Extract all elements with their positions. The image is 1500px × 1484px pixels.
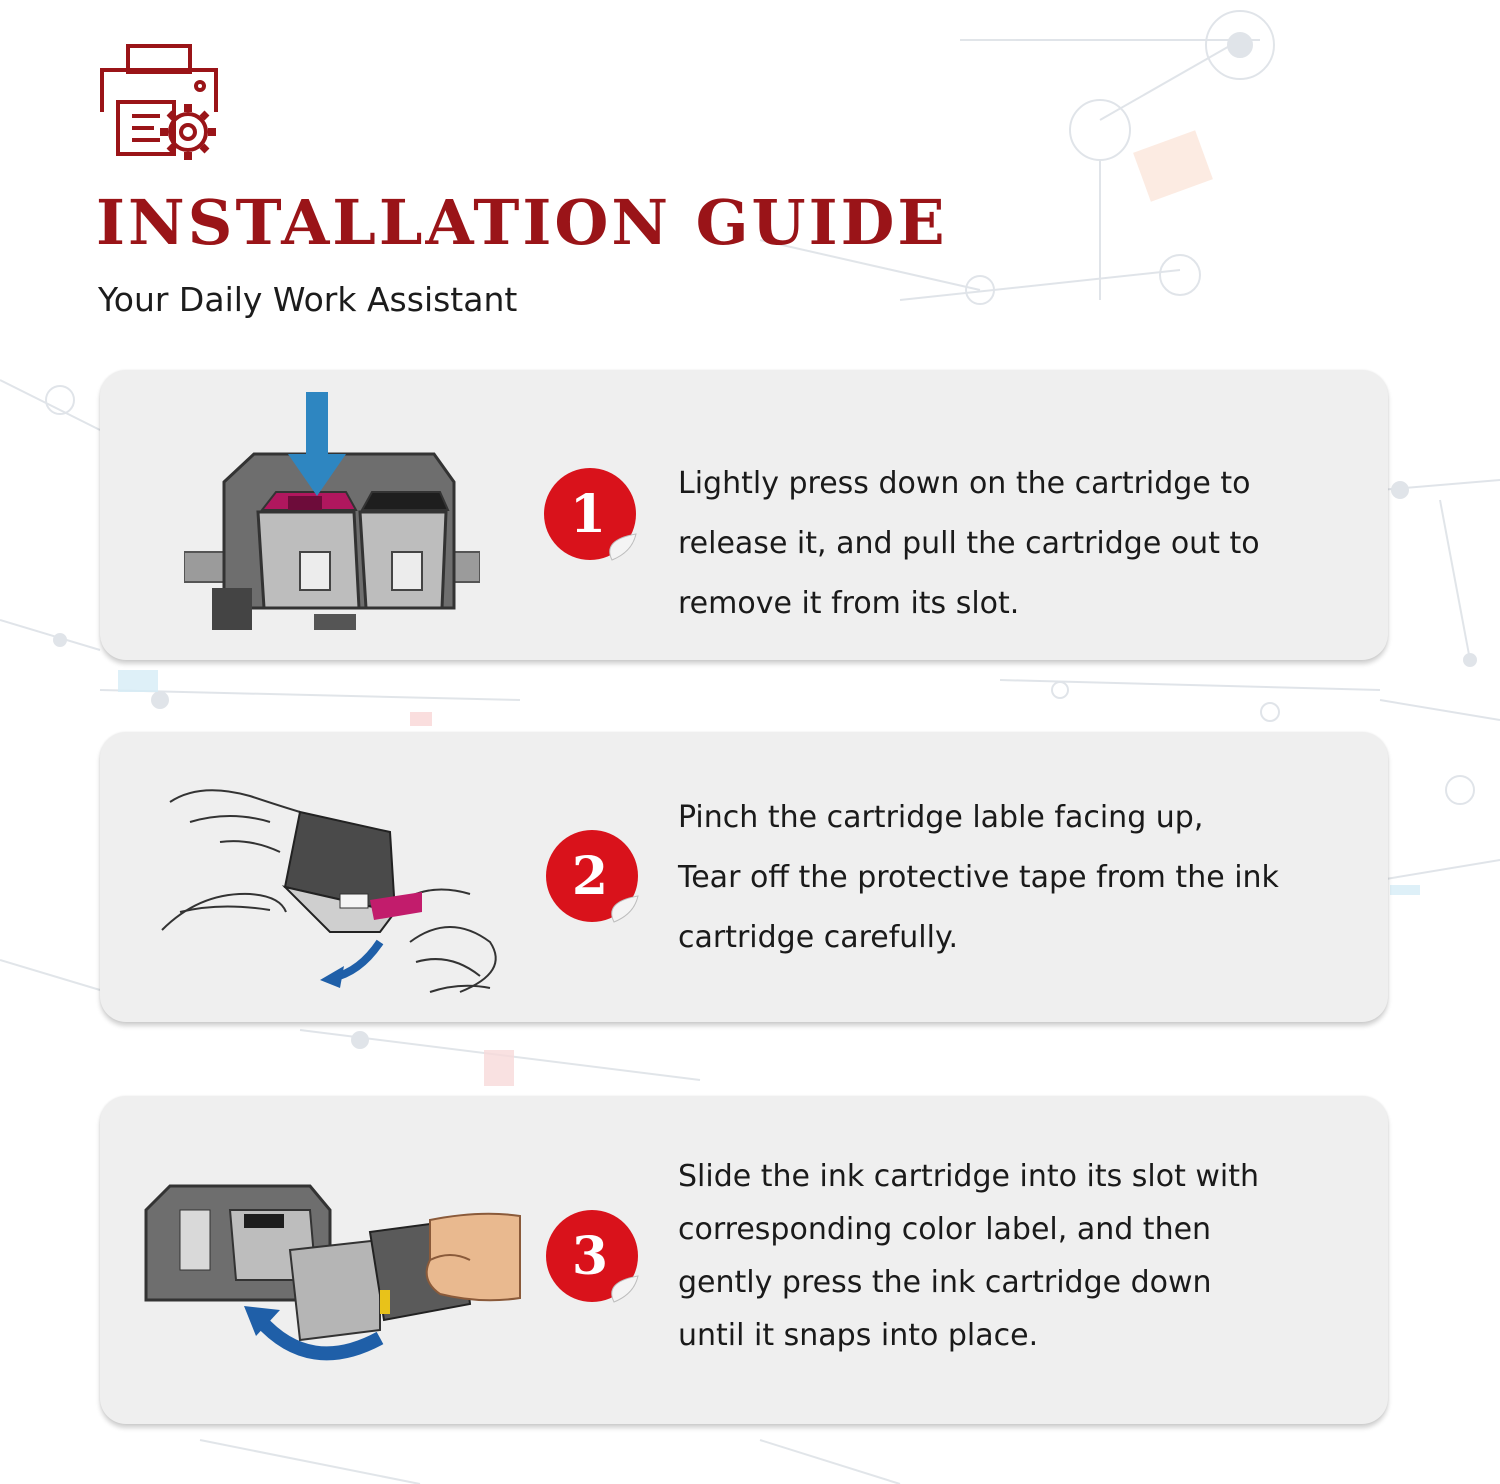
printer-gear-icon — [100, 44, 218, 160]
step-text-2: Pinch the cartridge lable facing up, Tea… — [678, 788, 1338, 968]
step-number-badge-3: 3 — [546, 1210, 639, 1303]
step-number-badge-1: 1 — [544, 468, 637, 561]
step-number-badge-2: 2 — [546, 830, 639, 923]
step-1-line: release it, and pull the cartridge out t… — [678, 526, 1260, 561]
svg-text:2: 2 — [572, 846, 608, 907]
step-3-line: gently press the ink cartridge down — [678, 1265, 1212, 1300]
step-2-line: Pinch the cartridge lable facing up, — [678, 800, 1204, 835]
svg-text:1: 1 — [570, 484, 606, 545]
step-text-1: Lightly press down on the cartridge to r… — [678, 454, 1338, 634]
step-card-3: 3 Slide the ink cartridge into its slot … — [100, 1096, 1388, 1424]
step-text-3: Slide the ink cartridge into its slot wi… — [678, 1150, 1338, 1362]
insert-cartridge-illustration — [144, 1184, 521, 1361]
step-1-line: remove it from its slot. — [678, 586, 1020, 621]
step-2-line: cartridge carefully. — [678, 920, 958, 955]
svg-text:3: 3 — [572, 1226, 608, 1287]
step-1-line: Lightly press down on the cartridge to — [678, 466, 1251, 501]
step-card-1: 1 Lightly press down on the cartridge to… — [100, 370, 1388, 660]
page-subtitle: Your Daily Work Assistant — [98, 280, 518, 319]
step-card-2: 2 Pinch the cartridge lable facing up, T… — [100, 732, 1388, 1022]
step-2-line: Tear off the protective tape from the in… — [678, 860, 1279, 895]
page-title: INSTALLATION GUIDE — [96, 186, 948, 259]
press-cartridge-down-illustration — [184, 392, 480, 630]
remove-tape-illustration — [161, 789, 497, 993]
step-3-line: corresponding color label, and then — [678, 1212, 1212, 1247]
step-3-line: Slide the ink cartridge into its slot wi… — [678, 1159, 1260, 1194]
step-3-line: until it snaps into place. — [678, 1318, 1039, 1353]
